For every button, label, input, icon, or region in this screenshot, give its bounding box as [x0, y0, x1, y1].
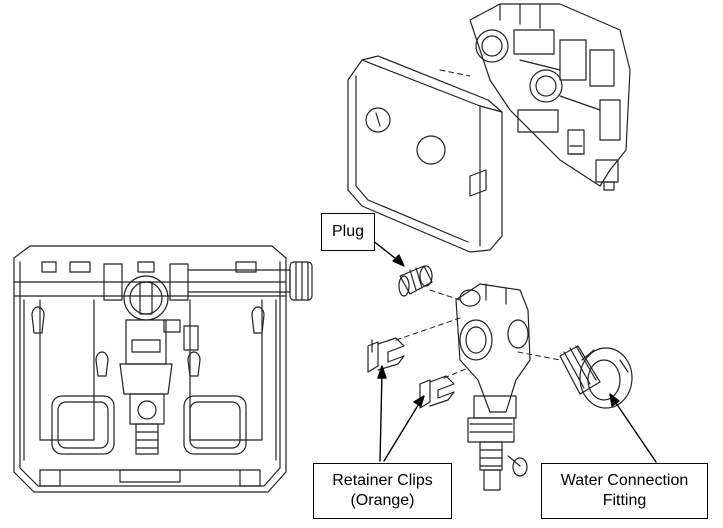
manifold-part	[455, 283, 531, 491]
clip-leader-line-1	[379, 371, 383, 462]
housing-cover	[347, 55, 503, 253]
retainer-clip-2	[419, 375, 455, 409]
retainer-clips-callout-text: Retainer Clips (Orange)	[332, 472, 433, 509]
plug-callout: Plug	[321, 213, 375, 251]
retainer-clips-callout: Retainer Clips (Orange)	[313, 463, 452, 519]
clip-arrowhead-1	[377, 365, 387, 379]
clip-arrowhead-2	[413, 395, 425, 407]
retainer-clip-1	[367, 337, 405, 373]
water-connection-fitting-callout-text: Water Connection Fitting	[560, 472, 689, 509]
plug-arrowhead	[392, 254, 405, 267]
water-connection-fitting-part	[559, 345, 633, 409]
fitting-leader-line	[613, 399, 657, 463]
assembly-guide-lines	[395, 69, 561, 379]
water-connection-fitting-callout: Water Connection Fitting	[541, 463, 708, 519]
leader-lines	[371, 239, 657, 463]
backplate-assembly	[13, 245, 313, 493]
plug-part	[398, 265, 433, 297]
fitting-arrowhead	[609, 393, 620, 407]
plug-callout-text: Plug	[331, 223, 365, 240]
clip-leader-line-2	[383, 401, 421, 462]
rear-valve-assembly	[469, 3, 631, 191]
